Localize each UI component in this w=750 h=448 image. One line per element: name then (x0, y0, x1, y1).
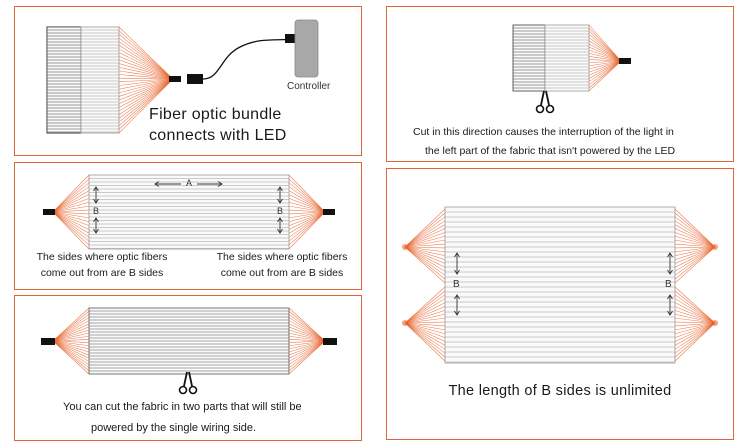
fiber-fan-left-top (404, 208, 446, 284)
caption-unlimited: The length of B sides is unlimited (448, 383, 672, 399)
arrow-b-right-up-head-down (277, 198, 283, 204)
label-b-left: B (453, 279, 460, 290)
fiber-fan-right-bottom-glow (712, 320, 718, 326)
arrow-b-left-down-head-down (93, 228, 99, 234)
fiber-fan-left-bottom-glow (402, 320, 408, 326)
arrow-b-right-down-head-down (277, 228, 283, 234)
bundle-light-fibers-lines (81, 29, 119, 133)
arrow-b-left-down-head-down (454, 310, 460, 316)
bundle-light-fibers-frame (80, 26, 120, 134)
arrow-b-left-down-head-up (93, 217, 99, 223)
cable-end (285, 34, 295, 43)
caption-two-parts-line1: You can cut the fabric in two parts that… (63, 401, 302, 413)
led-connector-right (323, 338, 337, 345)
panel-bundle-led: Fiber optic bundle connects with LED Con… (14, 6, 362, 156)
arrow-b-left-up-head-up (93, 186, 99, 192)
unpowered-fibers-lines (513, 27, 545, 89)
arrow-b-right-up-head-down (667, 269, 673, 275)
fabric-lines (89, 178, 289, 249)
diagram-bundle-led (46, 19, 319, 134)
fiber-fan-left (52, 174, 90, 250)
fiber-fan-right (288, 307, 326, 375)
fabric-frame (444, 206, 676, 364)
fabric-lines (445, 211, 675, 363)
panel-sides: A B B The sides where optic fibers come … (14, 162, 362, 290)
arrow-a-left-head (154, 181, 160, 187)
scissors-icon (535, 90, 555, 114)
panel-unlimited-length: B B The length of B sides is unlimited (386, 168, 734, 440)
controller-box (294, 19, 319, 78)
label-b-right: B (277, 206, 284, 216)
caption-bundle-line1: Fiber optic bundle (149, 106, 282, 123)
bundle-dark-fibers-frame (46, 26, 82, 134)
led-connector (169, 76, 181, 82)
caption-left-line1: The sides where optic fibers (36, 251, 168, 263)
caption-cut-line1: Cut in this direction causes the interru… (413, 126, 674, 138)
arrow-b-left-down-head-up (454, 294, 460, 300)
fiber-fan (118, 26, 174, 134)
fiber-fan-right-bottom (674, 286, 716, 362)
led-connector-left (43, 209, 55, 215)
arrow-b-left-up-head-down (454, 269, 460, 275)
caption-left-line2: come out from are B sides (40, 267, 164, 279)
caption-two-parts-line2: powered by the single wiring side. (91, 422, 257, 434)
fabric-lines (89, 310, 289, 372)
led-connector (619, 58, 631, 64)
arrow-b-right-up-head-up (277, 186, 283, 192)
led-connector-left (41, 338, 55, 345)
caption-cut-line2: the left part of the fabric that isn't p… (425, 145, 676, 157)
fiber-fan-left-bottom (404, 286, 446, 362)
led-connector-right (323, 209, 335, 215)
label-b-left: B (93, 206, 100, 216)
arrow-b-right-down-head-up (277, 217, 283, 223)
panel-cut-direction: Cut in this direction causes the interru… (386, 6, 734, 162)
arrow-b-right-down-head-down (667, 310, 673, 316)
bundle-dark-fibers-lines (47, 29, 81, 133)
arrow-b-left-up-head-up (454, 252, 460, 258)
diagram-unlimited-length (402, 206, 718, 364)
diagram-sides (43, 174, 335, 250)
caption-bundle-line2: connects with LED (149, 127, 287, 144)
fiber-fan-right-top (674, 208, 716, 284)
arrow-b-right-down-head-up (667, 294, 673, 300)
powered-fibers-lines (545, 27, 589, 89)
scissors-icon (178, 371, 198, 395)
controller-cable (202, 38, 296, 80)
label-a: A (186, 178, 193, 188)
arrow-b-left-up-head-down (93, 198, 99, 204)
fiber-fan-right (288, 174, 326, 250)
fabric-frame (88, 174, 290, 250)
led-plug (187, 74, 203, 84)
caption-right-line1: The sides where optic fibers (216, 251, 348, 263)
panel-cut-two-parts: You can cut the fabric in two parts that… (14, 295, 362, 441)
fiber-fan (588, 24, 622, 92)
fiber-fan-right-top-glow (712, 244, 718, 250)
fiber-fan-left-top-glow (402, 244, 408, 250)
label-b-right: B (665, 279, 672, 290)
diagram-cut-two-parts (41, 307, 337, 395)
arrow-b-right-up-head-up (667, 252, 673, 258)
diagram-cut-direction (512, 24, 631, 114)
caption-right-line2: come out from are B sides (220, 267, 344, 279)
controller-label: Controller (287, 81, 331, 92)
fiber-fan-left (52, 307, 90, 375)
arrow-a-right-head (217, 181, 223, 187)
